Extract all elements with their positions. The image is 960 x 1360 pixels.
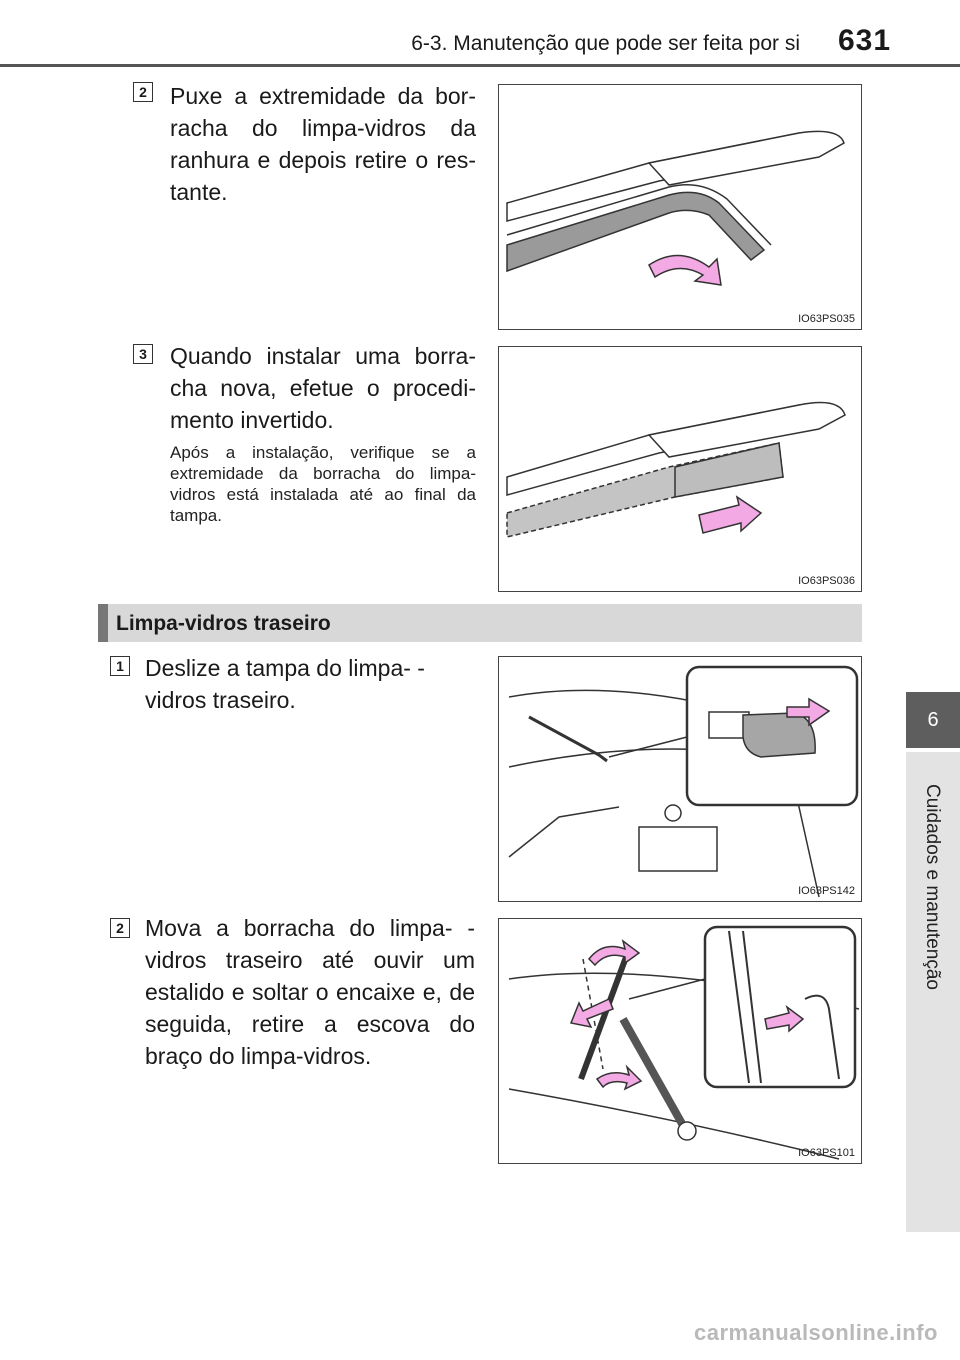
page-number: 631 — [838, 24, 892, 57]
chapter-number-tab: 6 — [906, 692, 960, 748]
figure-wiper-rubber-removal: IO63PS035 — [498, 84, 862, 330]
figure-wiper-rubber-install: IO63PS036 — [498, 346, 862, 592]
rear-car-illustration — [508, 665, 859, 898]
step-instruction: Quando instalar uma borra-cha nova, efet… — [170, 343, 476, 433]
step-instruction: Deslize a tampa do limpa- -vidros trasei… — [145, 655, 425, 713]
watermark: carmanualsonline.info — [694, 1320, 938, 1345]
step-instruction: Mova a borracha do limpa- -vidros trasei… — [145, 915, 475, 1069]
figure-code: IO63PS101 — [798, 1147, 855, 1159]
figure-code: IO63PS035 — [798, 313, 855, 325]
wiper-blade-illustration — [506, 130, 845, 286]
figure-code: IO63PS036 — [798, 575, 855, 587]
figure-code: IO63PS142 — [798, 885, 855, 897]
section-title: Limpa-vidros traseiro — [116, 612, 331, 635]
rear-wiper-illustration — [508, 925, 860, 1160]
header-section-title: 6-3. Manutenção que pode ser feita por s… — [411, 32, 800, 55]
step-note: Após a instalação, verifique se a extrem… — [170, 443, 476, 525]
wiper-blade-illustration — [506, 401, 846, 538]
header-divider — [0, 64, 960, 67]
section-header-bar — [98, 604, 862, 642]
figure-rear-wiper-cover: IO63PS142 — [498, 656, 862, 902]
chapter-side-strip — [906, 752, 960, 1232]
step-number-badge: 2 — [133, 82, 153, 102]
step-number-badge: 3 — [133, 344, 153, 364]
step-number-badge: 1 — [110, 656, 130, 676]
chapter-title: Cuidados e manutenção — [922, 784, 943, 990]
step-instruction: Puxe a extremidade da bor-racha do limpa… — [170, 83, 476, 205]
step-number-badge: 2 — [110, 918, 130, 938]
figure-rear-wiper-blade-removal: IO63PS101 — [498, 918, 862, 1164]
